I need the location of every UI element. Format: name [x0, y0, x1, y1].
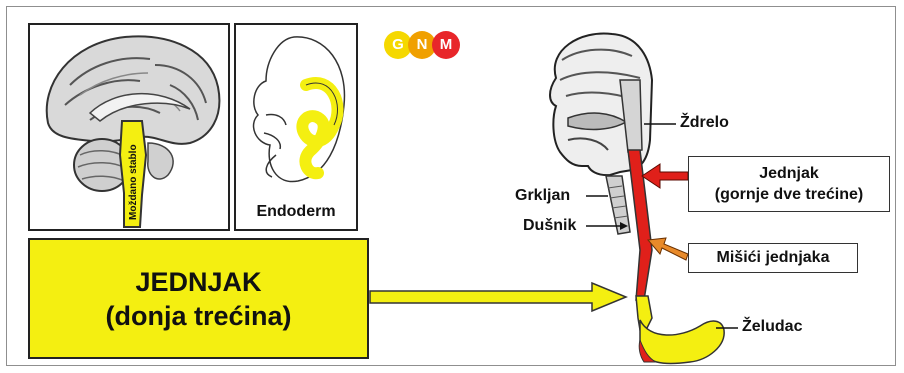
- orange-arrow: [648, 238, 688, 260]
- dusnik-label: Dušnik: [523, 217, 576, 235]
- jednjak-callout: Jednjak (gornje dve trećine): [688, 156, 890, 212]
- jednjak-callout-line2: (gornje dve trećine): [689, 184, 889, 205]
- zdrelo-label: Ždrelo: [680, 114, 729, 132]
- red-arrow: [642, 164, 688, 188]
- grkljan-label: Grkljan: [515, 187, 570, 205]
- yellow-arrow: [370, 283, 626, 311]
- misici-callout: Mišići jednjaka: [688, 243, 858, 273]
- jednjak-callout-line1: Jednjak: [689, 163, 889, 184]
- stomach-shape: [640, 320, 724, 364]
- zeludac-label: Želudac: [742, 318, 802, 336]
